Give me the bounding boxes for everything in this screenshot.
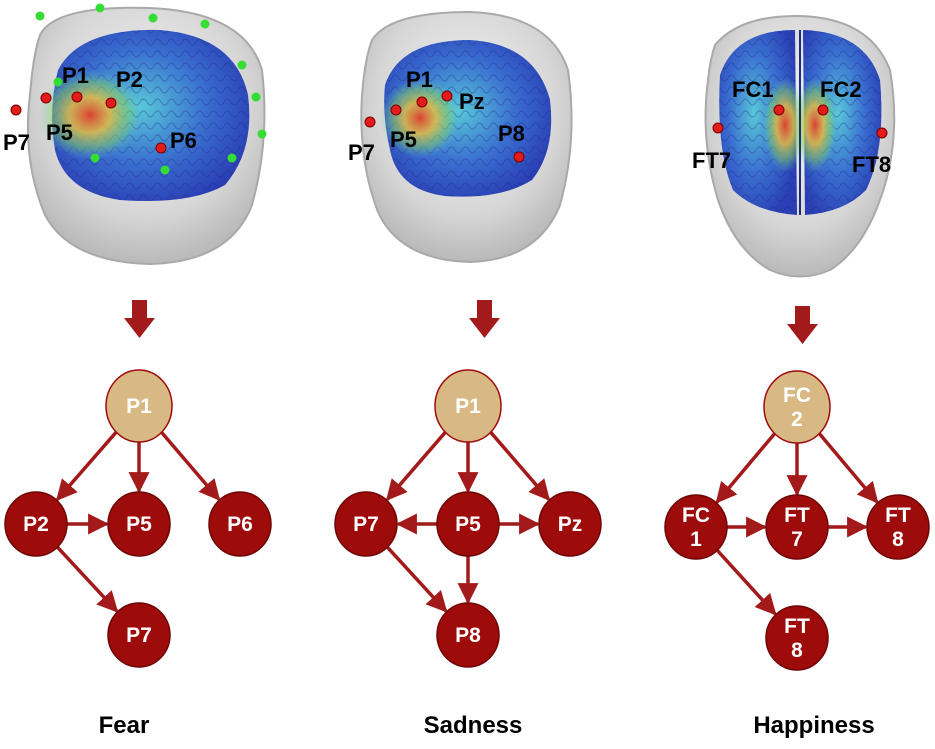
sadness-electrode-label: P1 bbox=[406, 67, 433, 92]
node-label: 8 bbox=[892, 528, 904, 551]
fear-edge-root-a bbox=[56, 429, 119, 502]
node-circle bbox=[4, 491, 68, 557]
node-circle bbox=[763, 370, 831, 444]
sadness-electrode-label: P8 bbox=[498, 121, 525, 146]
node-label: P5 bbox=[455, 513, 481, 536]
node-circle bbox=[436, 491, 500, 557]
happiness-node: FT7 bbox=[765, 494, 829, 560]
fear-head-model: P1 P2 P5 P6 P7 bbox=[3, 3, 267, 266]
fear-root-node: P1 bbox=[105, 369, 173, 443]
node-label: P6 bbox=[227, 513, 253, 536]
node-label: P7 bbox=[353, 513, 379, 536]
node-circle bbox=[538, 491, 602, 557]
node-label: P1 bbox=[126, 395, 152, 418]
happiness-down-arrow bbox=[787, 306, 818, 344]
node-label: 8 bbox=[791, 639, 803, 662]
fear-caption: Fear bbox=[99, 712, 150, 739]
node-circle bbox=[866, 494, 930, 560]
sadness-node: P7 bbox=[334, 491, 398, 557]
fear-edge-a-d bbox=[54, 544, 119, 613]
fear-node: P2 bbox=[4, 491, 68, 557]
fear-node: P6 bbox=[208, 491, 272, 557]
node-circle bbox=[105, 369, 173, 443]
fear-node: P7 bbox=[107, 602, 171, 668]
happiness-electrode-label: FT7 bbox=[692, 148, 731, 173]
node-circle bbox=[208, 491, 272, 557]
node-circle bbox=[765, 494, 829, 560]
node-circle bbox=[436, 602, 500, 668]
fear-down-arrow bbox=[124, 300, 155, 338]
node-label: P1 bbox=[455, 395, 481, 418]
fear-electrode-label: P7 bbox=[3, 130, 30, 155]
node-circle bbox=[664, 494, 728, 560]
fear-edge-root-c bbox=[158, 429, 221, 501]
happiness-edge-a-d bbox=[714, 547, 777, 616]
node-circle bbox=[434, 369, 502, 443]
node-label: 7 bbox=[791, 528, 803, 551]
node-label: 1 bbox=[690, 528, 702, 551]
sadness-electrode-markers bbox=[364, 90, 525, 163]
sadness-electrode-label: P7 bbox=[348, 140, 375, 165]
happiness-root-node: FC2 bbox=[763, 370, 831, 444]
node-circle bbox=[107, 602, 171, 668]
happiness-electrode-label: FC2 bbox=[820, 77, 862, 102]
sadness-node: P8 bbox=[436, 602, 500, 668]
sadness-edge-root-c bbox=[488, 429, 551, 501]
node-label: P2 bbox=[23, 513, 49, 536]
node-label: FT bbox=[784, 504, 810, 527]
fear-electrode-markers bbox=[10, 91, 167, 154]
happiness-electrode-markers bbox=[712, 104, 888, 139]
node-label: Pz bbox=[558, 513, 583, 536]
happiness-node: FT8 bbox=[866, 494, 930, 560]
sadness-electrode-label: P5 bbox=[390, 127, 417, 152]
happiness-node: FC1 bbox=[664, 494, 728, 560]
node-label: FT bbox=[784, 615, 810, 638]
happiness-head-model: FC1 FC2 FT7 FT8 bbox=[692, 14, 896, 278]
node-circle bbox=[107, 491, 171, 557]
node-label: FC bbox=[783, 384, 811, 407]
sadness-edge-a-d bbox=[384, 544, 448, 613]
fear-electrode-label: P2 bbox=[116, 67, 143, 92]
node-label: FC bbox=[682, 504, 710, 527]
node-label: FT bbox=[885, 504, 911, 527]
node-label: P8 bbox=[455, 624, 481, 647]
sadness-caption: Sadness bbox=[424, 712, 523, 739]
fear-electrode-label: P6 bbox=[170, 128, 197, 153]
node-circle bbox=[334, 491, 398, 557]
fear-node: P5 bbox=[107, 491, 171, 557]
sadness-node: Pz bbox=[538, 491, 602, 557]
happiness-electrode-label: FC1 bbox=[732, 77, 774, 102]
happiness-edge-root-c bbox=[816, 430, 879, 504]
happiness-caption: Happiness bbox=[753, 712, 874, 739]
happiness-electrode-label: FT8 bbox=[852, 152, 891, 177]
node-label: P5 bbox=[126, 513, 152, 536]
sadness-electrode-label: Pz bbox=[459, 89, 485, 114]
node-circle bbox=[765, 605, 829, 671]
fear-extra-electrodes bbox=[35, 3, 267, 175]
sadness-head-model: P1 Pz P8 P7 P5 bbox=[348, 10, 573, 264]
happiness-edge-root-a bbox=[715, 430, 778, 504]
fear-electrode-label: P1 bbox=[62, 63, 89, 88]
happiness-node: FT8 bbox=[765, 605, 829, 671]
sadness-down-arrow bbox=[469, 300, 500, 338]
fear-electrode-label: P5 bbox=[46, 120, 73, 145]
node-label: P7 bbox=[126, 624, 152, 647]
sadness-node: P5 bbox=[436, 491, 500, 557]
node-label: 2 bbox=[791, 408, 803, 431]
sadness-root-node: P1 bbox=[434, 369, 502, 443]
sadness-edge-root-a bbox=[385, 429, 448, 501]
